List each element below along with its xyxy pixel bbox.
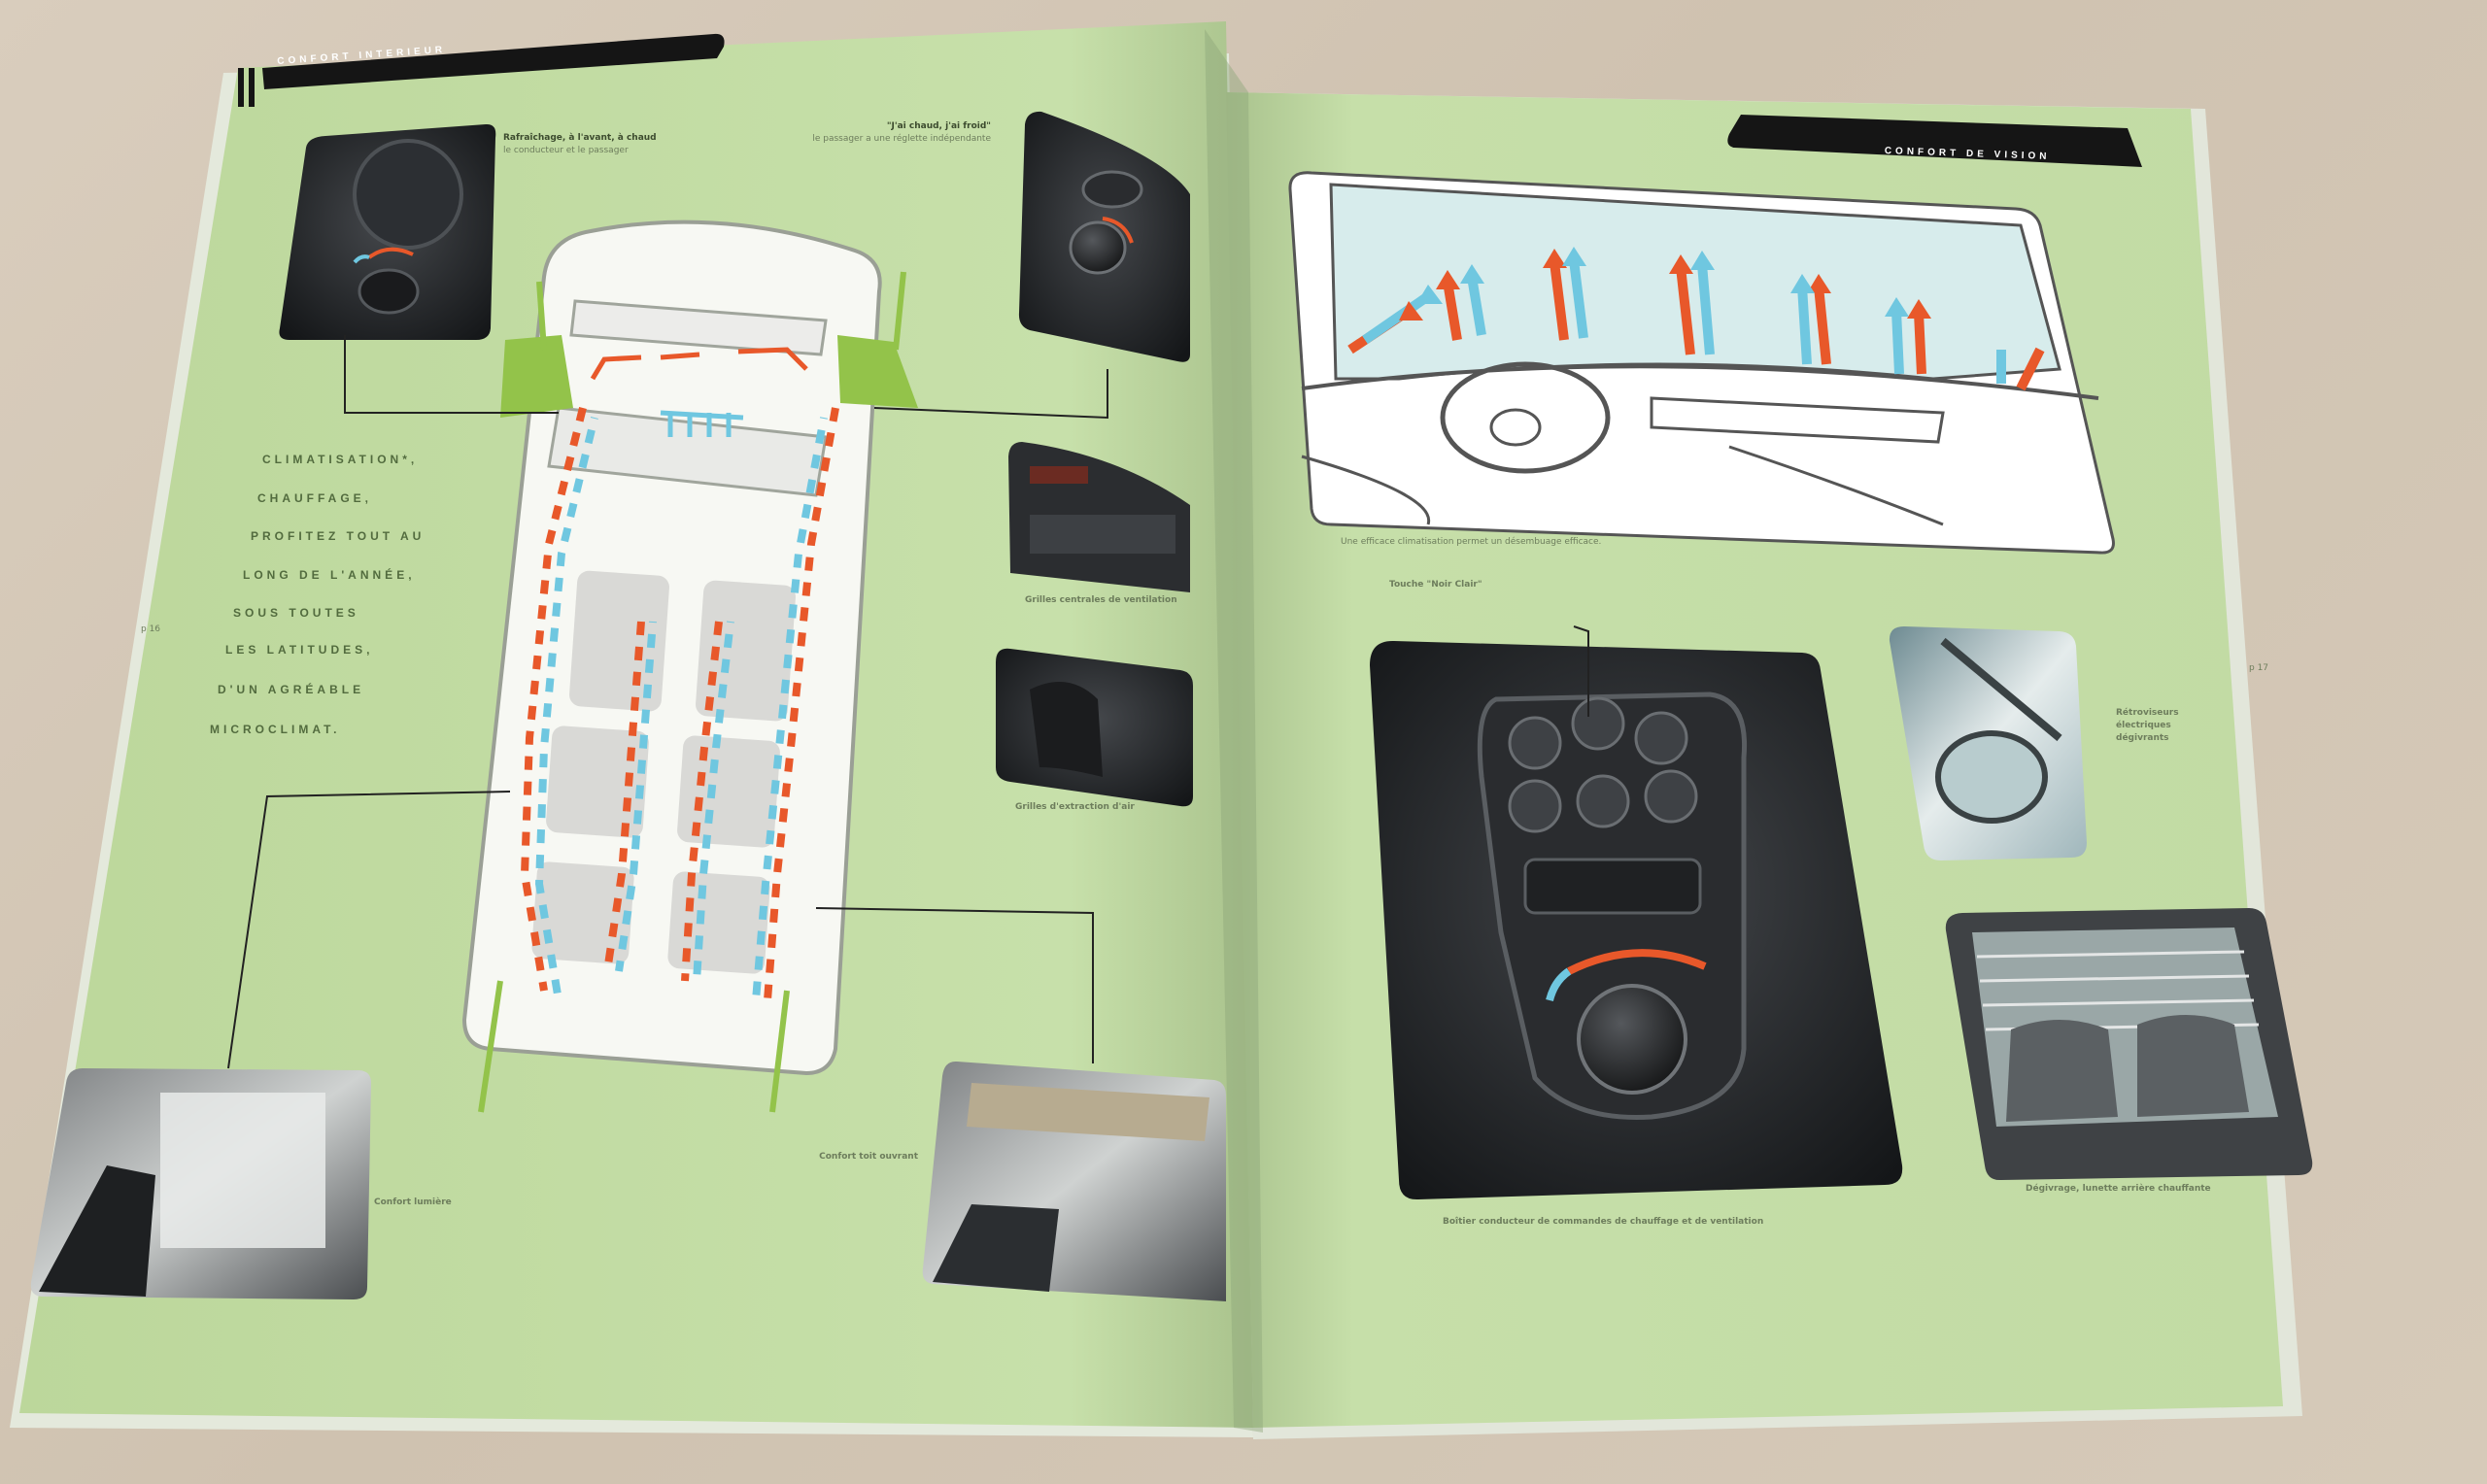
caption-control: Boîtier conducteur de commandes de chauf… [1443,1217,1764,1227]
tagline-line-6: LES LATITUDES, [225,643,374,657]
caption-mirror: Rétroviseurs électriques dégivrants [2116,708,2179,743]
caption-defrost-body: le conducteur et le passager [503,146,629,155]
tagline-line-2: CHAUFFAGE, [257,491,372,505]
caption-defrost-title: Rafraîchage, à l'avant, à chaud [503,133,657,143]
caption-rear-window: Dégivrage, lunette arrière chauffante [2026,1184,2211,1194]
caption-windshield: Une efficace climatisation permet un dés… [1341,537,1602,547]
tagline-line-5: SOUS TOUTES [233,606,359,620]
right-header-bar [1727,115,2142,167]
tagline-line-7: D'UN AGRÉABLE [218,683,365,696]
caption-hot-cold-body: le passager a une réglette indépendante [812,134,991,144]
caption-hot-cold: "J'ai chaud, j'ai froid" le passager a u… [787,120,991,146]
caption-blind: Confort lumière [374,1197,452,1207]
caption-roof: Confort toit ouvrant [819,1152,918,1162]
caption-vents: Grilles centrales de ventilation [1025,595,1177,605]
left-page-number: p 16 [141,624,161,634]
tagline-line-8: MICROCLIMAT. [210,723,341,736]
caption-defrost: Rafraîchage, à l'avant, à chaud le condu… [503,132,698,157]
tagline-line-4: LONG DE L'ANNÉE, [243,568,416,582]
car-topview-diagram [461,219,918,1113]
tagline-line-1: CLIMATISATION*, [262,453,419,466]
caption-hot-cold-title: "J'ai chaud, j'ai froid" [886,121,991,131]
left-header-bar [262,33,725,89]
right-page-number: p 17 [2249,663,2269,673]
caption-rear-vents: Grilles d'extraction d'air [1015,802,1135,812]
tagline-line-3: PROFITEZ TOUT AU [251,529,426,543]
caption-button: Touche "Noir Clair" [1389,580,1482,590]
